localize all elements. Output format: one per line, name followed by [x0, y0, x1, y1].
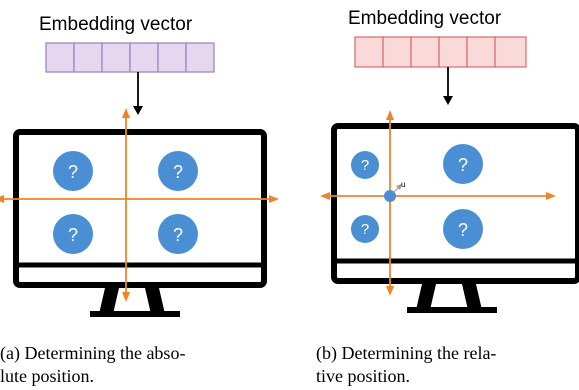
relative-position-diagram: ? ? ? ? u: [320, 36, 579, 313]
down-arrow: [133, 72, 143, 115]
caption-line-2: lute position.: [0, 366, 94, 386]
down-arrow: [443, 67, 453, 105]
caption-line-1: (b) Determining the rela-: [316, 343, 497, 363]
question-mark: ?: [361, 221, 369, 238]
embedding-vector-label: Embedding vector: [39, 14, 193, 35]
unknown-position-circles: ? ? ? ?: [351, 144, 483, 249]
caption-line-1: (a) Determining the abso-: [0, 343, 186, 363]
panel-relative-position: Embedding vector: [289, 0, 579, 390]
unknown-position-circles: ? ? ? ?: [53, 151, 198, 254]
coordinate-axes: [0, 108, 279, 302]
embedding-vector: [354, 36, 527, 68]
question-mark: ?: [458, 220, 468, 240]
vector-cell: [45, 42, 75, 73]
vector-cell: [354, 36, 384, 68]
monitor-icon: [331, 123, 579, 313]
unknown-circle: [158, 151, 198, 191]
unknown-circle: [443, 209, 483, 249]
question-mark: ?: [173, 162, 183, 182]
vector-cell: [466, 36, 496, 68]
question-mark: ?: [68, 162, 78, 182]
vector-cell: [382, 36, 412, 68]
unknown-circle: [351, 215, 379, 243]
vector-cell: [494, 36, 527, 68]
origin-point-u: u: [384, 180, 405, 202]
unknown-circle: [443, 144, 483, 184]
vector-cell: [101, 42, 131, 73]
absolute-position-diagram: ? ? ? ?: [0, 42, 279, 317]
unknown-circle: [53, 151, 93, 191]
vector-cell: [185, 42, 215, 73]
question-mark: ?: [361, 157, 369, 174]
caption-line-2: tive position.: [316, 366, 410, 386]
embedding-vector-label: Embedding vector: [348, 8, 502, 29]
question-mark: ?: [458, 155, 468, 175]
unknown-circle: [53, 214, 93, 254]
vector-cell: [157, 42, 187, 73]
unknown-circle: [158, 214, 198, 254]
panel-absolute-position: Embedding vector: [0, 14, 279, 386]
vector-cell: [410, 36, 440, 68]
question-mark: ?: [173, 225, 183, 245]
vector-cell: [129, 42, 159, 73]
unknown-circle: [351, 151, 379, 179]
embedding-vector: [45, 42, 215, 73]
vector-cell: [438, 36, 468, 68]
origin-label: u: [401, 180, 405, 189]
coordinate-axes: [320, 110, 556, 296]
question-mark: ?: [68, 225, 78, 245]
monitor-icon: [13, 129, 267, 317]
vector-cell: [73, 42, 103, 73]
